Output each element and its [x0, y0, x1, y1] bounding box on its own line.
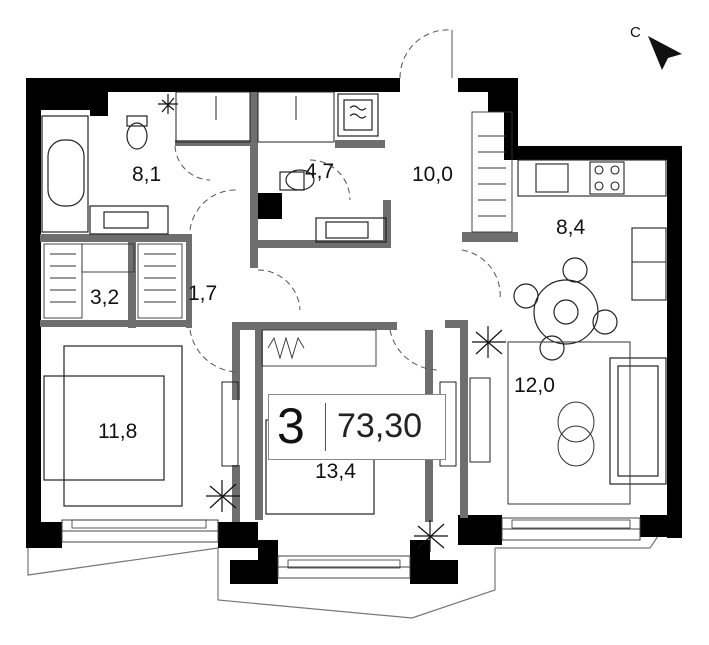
plant-icons	[158, 94, 506, 552]
total-area: 73,30	[337, 407, 423, 445]
living-rug	[507, 341, 631, 505]
washing-machine	[337, 93, 379, 137]
wardrobes	[43, 111, 513, 367]
room-area-living: 12,0	[514, 374, 555, 397]
bed-left	[43, 345, 183, 507]
door-swings	[174, 29, 501, 373]
room-area-corridor: 1,7	[188, 282, 218, 305]
room-area-bedroom-left: 11,8	[98, 420, 138, 443]
kitchen-units	[517, 159, 667, 301]
sinks	[89, 205, 387, 243]
radiators	[71, 519, 631, 569]
balcony-outlines	[27, 529, 663, 619]
sofa	[609, 357, 667, 485]
room-area-wc: 4,7	[305, 160, 335, 183]
bathtub	[41, 115, 89, 233]
shower-cabins	[175, 91, 335, 143]
apartment-summary-badge: 3 73,30	[268, 394, 446, 460]
compass-north-label: С	[630, 24, 641, 41]
rooms-count: 3	[277, 398, 305, 454]
room-area-bedroom-center: 13,4	[315, 460, 356, 483]
room-area-kitchen: 8,4	[556, 216, 586, 239]
exterior-walls	[26, 78, 682, 584]
badge-divider	[325, 403, 326, 451]
dining-table	[513, 257, 618, 361]
compass-arrow-icon	[648, 36, 682, 70]
room-area-bathroom: 8,1	[132, 163, 162, 186]
room-area-wardrobe: 3,2	[90, 286, 120, 309]
room-area-hall: 10,0	[412, 163, 453, 186]
toilet	[126, 115, 315, 191]
